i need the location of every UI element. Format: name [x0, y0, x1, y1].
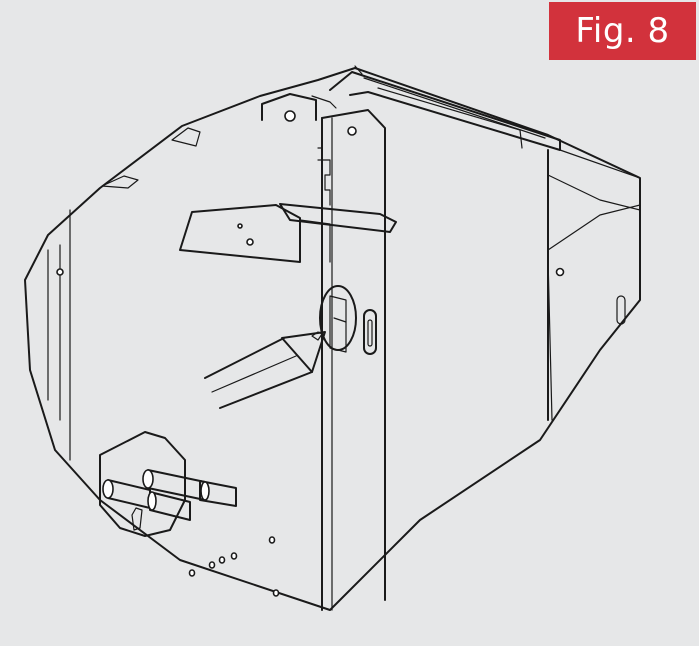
terminal-rod [142, 469, 237, 507]
pencil-icon [204, 331, 326, 409]
side-slot [363, 309, 377, 355]
terminal-rod [102, 479, 191, 521]
top-bracket [261, 93, 317, 121]
top-rail [329, 71, 561, 151]
center-panel [321, 109, 386, 601]
access-window [319, 285, 357, 351]
terminal-plate [99, 431, 186, 537]
right-slot [616, 295, 626, 325]
screw-hole [555, 267, 565, 277]
figure-label: Fig. 8 [549, 2, 696, 60]
shelf-bracket [179, 204, 301, 263]
